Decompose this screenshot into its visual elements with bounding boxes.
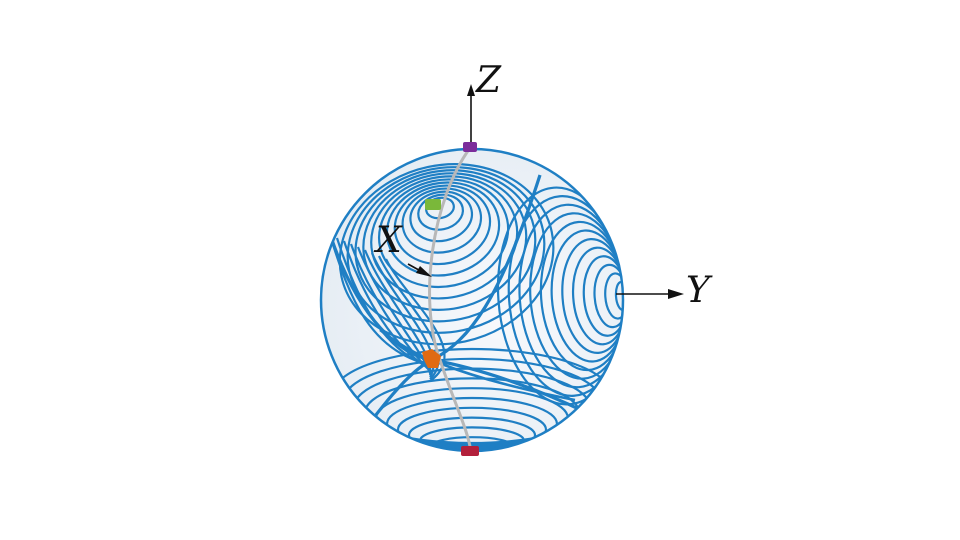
saddle-point-marker: [422, 349, 441, 368]
upper-center-orbit: [385, 181, 501, 277]
left-flow-arc: [342, 240, 431, 370]
upper-center-orbit: [409, 190, 474, 243]
right-center-orbit: [604, 272, 623, 320]
bottom-center-orbit: [396, 406, 548, 451]
right-center-orbit: [571, 246, 623, 346]
right-center-orbit: [561, 237, 623, 355]
x-axis-label: X: [373, 220, 403, 261]
right-center-orbit: [507, 195, 623, 397]
right-center-orbit: [529, 212, 623, 380]
upper-center-orbit: [393, 184, 492, 266]
south-pole-marker: [461, 446, 479, 456]
north-pole-marker: [463, 142, 477, 152]
right-center-orbit: [582, 255, 623, 337]
upper-center-orbit: [401, 187, 483, 254]
upper-center-orbit: [362, 172, 528, 311]
separatrix-curve: [370, 174, 542, 421]
y-axis: Y: [616, 270, 713, 311]
meridian-curve: [428, 147, 473, 453]
upper-center-orbit: [417, 193, 464, 231]
right-center-orbit: [518, 203, 623, 389]
bottom-center-orbit: [407, 416, 537, 451]
right-center-orbit: [593, 263, 623, 329]
y-axis-label: Y: [686, 270, 713, 311]
upper-center-orbit: [370, 175, 519, 300]
upper-center-orbit: [377, 178, 510, 289]
z-axis: Z: [467, 60, 502, 146]
left-flow-arc: [349, 243, 431, 372]
sphere-body: [321, 149, 623, 451]
upper-center-orbit: [425, 196, 455, 220]
x-axis: X: [373, 220, 432, 277]
z-axis-label: Z: [475, 60, 502, 101]
upper-center-orbit: [338, 163, 555, 346]
right-center-orbit: [550, 229, 623, 363]
upper-fixed-point-marker: [425, 199, 441, 210]
